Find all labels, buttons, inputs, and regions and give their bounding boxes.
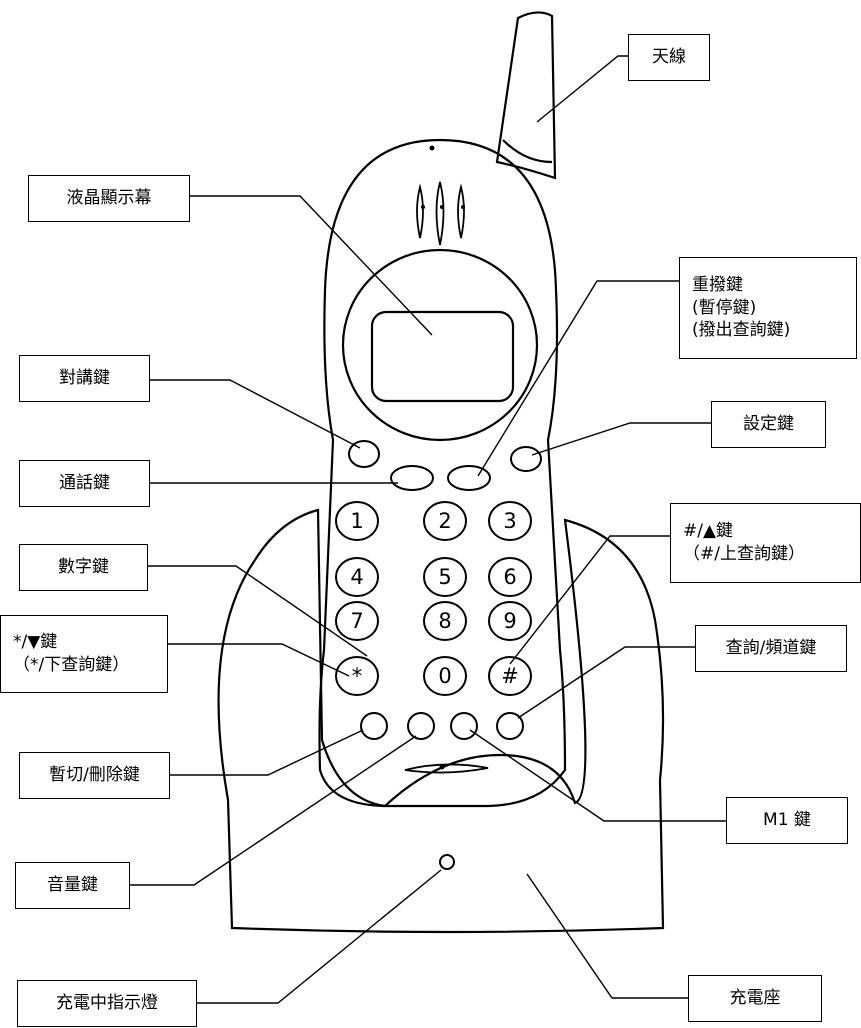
label-hash-line2: （#/上查詢鍵） [683, 544, 805, 564]
label-search-channel: 查詢/頻道鍵 [695, 625, 847, 672]
key-label: 4 [350, 565, 363, 589]
key-0[interactable] [423, 656, 467, 696]
label-redial: 重撥鍵 (暫停鍵) (撥出查詢鍵) [679, 257, 857, 359]
key-1[interactable] [335, 501, 379, 541]
key-6[interactable] [488, 557, 532, 597]
intercom-key[interactable] [348, 440, 380, 468]
key-5[interactable] [423, 557, 467, 597]
label-hash-line1: #/▲鍵 [683, 521, 734, 542]
key-7[interactable] [335, 601, 379, 641]
charging-base-shape [217, 508, 665, 934]
search-channel-key[interactable] [496, 712, 524, 740]
label-star: */▼鍵 （*/下查詢鍵） [0, 615, 168, 693]
label-charging-indicator: 充電中指示燈 [17, 980, 197, 1027]
key-label: 5 [438, 565, 451, 589]
label-charging-base: 充電座 [688, 975, 822, 1022]
key-label: 3 [503, 509, 516, 533]
label-star-line2: （*/下查詢鍵） [13, 655, 130, 675]
redial-key[interactable] [447, 465, 491, 491]
key-label: * [352, 664, 363, 688]
key-label: 1 [350, 509, 363, 533]
label-hash: #/▲鍵 （#/上查詢鍵） [670, 503, 861, 583]
antenna-shape [495, 11, 557, 180]
key-label: 6 [503, 565, 516, 589]
label-redial-line2: (暫停鍵) [692, 297, 757, 318]
key-label: 2 [438, 509, 451, 533]
key-9[interactable] [488, 601, 532, 641]
key-label: 7 [350, 609, 363, 633]
label-antenna: 天線 [628, 34, 710, 81]
key-8[interactable] [423, 601, 467, 641]
volume-key[interactable] [407, 712, 435, 740]
label-m1: M1 鍵 [726, 797, 848, 844]
label-volume: 音量鍵 [15, 862, 130, 909]
label-redial-line3: (撥出查詢鍵) [692, 320, 791, 341]
label-intercom: 對講鍵 [19, 355, 150, 402]
handset-shape [318, 138, 567, 808]
display-bezel [341, 248, 539, 442]
key-label: 0 [438, 664, 451, 688]
charging-led [439, 854, 455, 870]
label-settings: 設定鍵 [711, 401, 826, 448]
key-label: 8 [438, 609, 451, 633]
label-star-line1: */▼鍵 [13, 632, 58, 653]
key-4[interactable] [335, 557, 379, 597]
m1-key[interactable] [450, 712, 478, 740]
label-lcd: 液晶顯示幕 [28, 175, 190, 222]
mute-delete-key[interactable] [360, 712, 388, 740]
label-talk: 通話鍵 [19, 460, 150, 507]
talk-key[interactable] [390, 465, 434, 491]
key-label: # [501, 664, 519, 688]
label-redial-line1: 重撥鍵 [692, 274, 743, 295]
label-number: 數字鍵 [19, 544, 148, 591]
key-hash[interactable] [488, 656, 532, 696]
label-mute-delete: 暫切/刪除鍵 [19, 752, 170, 799]
key-star[interactable] [335, 656, 379, 696]
settings-key[interactable] [510, 446, 542, 472]
key-label: 9 [503, 609, 516, 633]
key-2[interactable] [423, 501, 467, 541]
lcd-screen [370, 310, 515, 403]
key-3[interactable] [488, 501, 532, 541]
